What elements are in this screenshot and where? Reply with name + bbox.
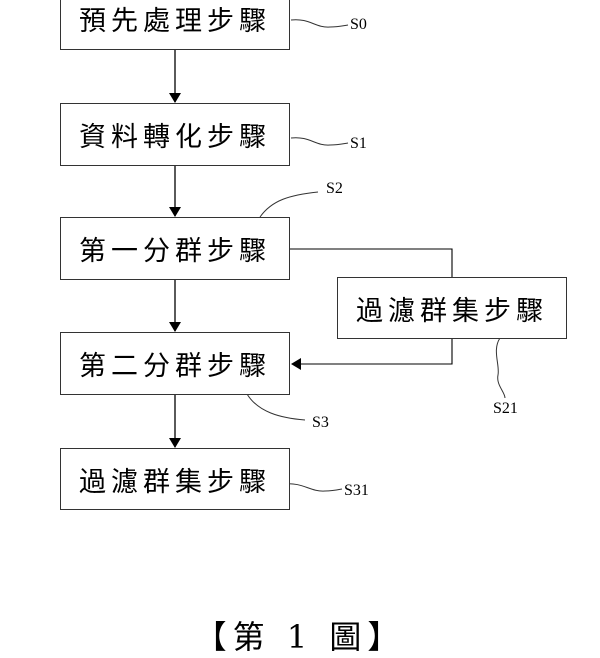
figure-caption: 【第 1 圖】 — [194, 618, 406, 656]
leader-s2 — [259, 191, 319, 218]
branch-s21-s3 — [291, 338, 453, 370]
step-second-clustering: 第二分群步驟 — [60, 332, 290, 395]
ref-label-s0: S0 — [350, 16, 367, 33]
step-filter-clusters-s31: 過濾群集步驟 — [60, 448, 290, 510]
branch-s2-s21 — [290, 248, 453, 277]
ref-label-s3: S3 — [312, 414, 329, 431]
leader-s21 — [495, 337, 506, 399]
ref-label-s2: S2 — [326, 180, 343, 197]
leader-s3 — [246, 393, 306, 421]
step-preprocessing: 預先處理步驟 — [60, 0, 290, 50]
leader-s1 — [290, 137, 349, 146]
ref-label-s1: S1 — [350, 135, 367, 152]
ref-label-s21: S21 — [493, 400, 518, 417]
leader-s0 — [290, 19, 349, 28]
ref-label-s31: S31 — [344, 482, 369, 499]
step-data-transformation: 資料轉化步驟 — [60, 103, 290, 166]
step-first-clustering: 第一分群步驟 — [60, 217, 290, 280]
step-filter-clusters-s21: 過濾群集步驟 — [337, 277, 567, 339]
leader-s31 — [283, 483, 343, 492]
